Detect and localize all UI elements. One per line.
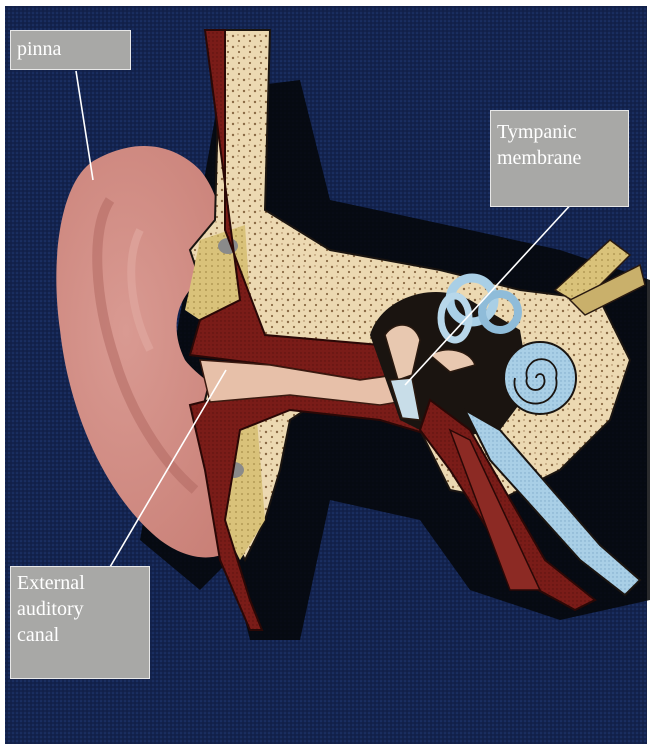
tympanic-membrane-label: Tympanic membrane xyxy=(490,110,629,207)
pinna-label: pinna xyxy=(10,30,131,70)
external-auditory-canal-label: External auditory canal xyxy=(10,566,150,679)
